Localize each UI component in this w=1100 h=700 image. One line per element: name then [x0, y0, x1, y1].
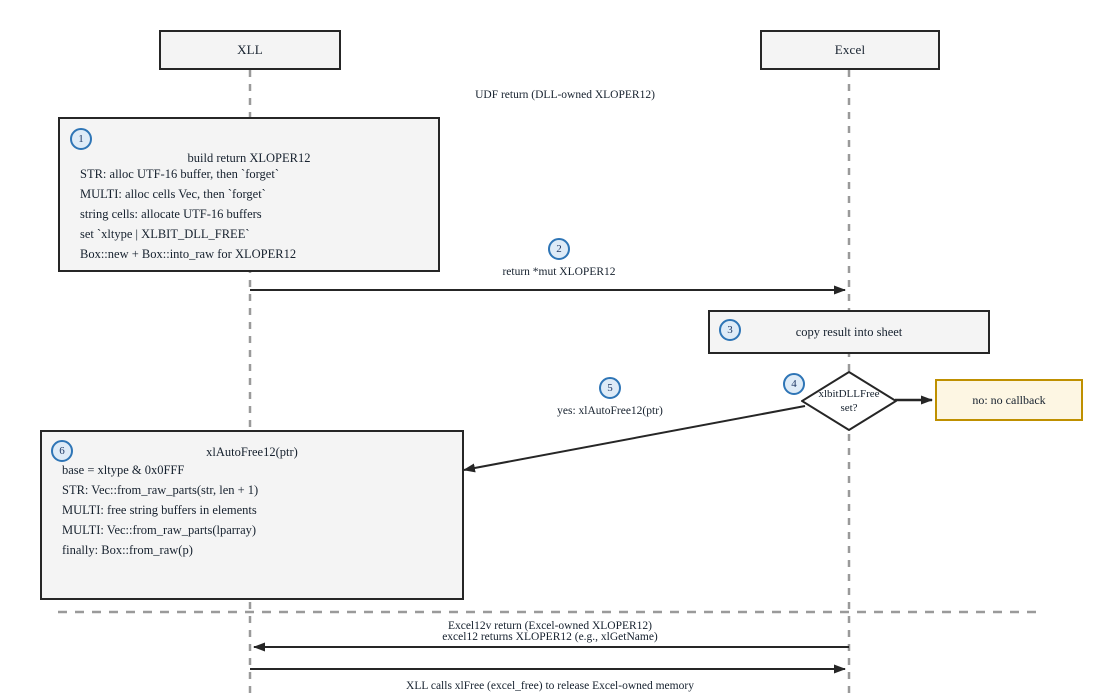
note-line: base = xltype & 0x0FFF	[62, 463, 185, 477]
note-line: string cells: allocate UTF-16 buffers	[80, 207, 262, 221]
participant-excel[interactable]: Excel	[760, 30, 940, 70]
note-title-3: copy result into sheet	[795, 325, 903, 339]
edge-label-yes-xlautofree12: yes: xlAutoFree12(ptr)	[557, 405, 663, 417]
note-line: STR: Vec::from_raw_parts(str, len + 1)	[62, 483, 259, 497]
participant-xll-label: XLL	[237, 42, 263, 57]
edge-label-return-mut-xloper12: return *mut XLOPER12	[502, 266, 616, 278]
note-xlautofree12[interactable]: 6 xlAutoFree12(ptr) base = xltype & 0x0F…	[40, 430, 464, 600]
note-line: finally: Box::from_raw(p)	[62, 543, 193, 557]
edge-label-excel12v-return: Excel12v return (Excel-owned XLOPER12)	[447, 620, 653, 632]
participant-excel-label: Excel	[834, 42, 866, 57]
note-title-6: xlAutoFree12(ptr)	[206, 445, 298, 459]
callout-no-callback[interactable]: no: no callback	[935, 379, 1083, 421]
participant-xll[interactable]: XLL	[159, 30, 341, 70]
edge-label-udf-return: UDF return (DLL-owned XLOPER12)	[475, 89, 655, 101]
callout-label: no: no callback	[972, 392, 1046, 407]
step-badge-3: 3	[719, 319, 741, 341]
step-badge-2: 2	[548, 238, 570, 260]
note-build-return-xloper12[interactable]: 1 build return XLOPER12 STR: alloc UTF-1…	[58, 117, 440, 272]
note-line: STR: alloc UTF-16 buffer, then `forget`	[80, 167, 279, 181]
step-badge-4: 4	[783, 373, 805, 395]
note-line: MULTI: free string buffers in elements	[62, 503, 257, 517]
step-badge-1: 1	[70, 128, 92, 150]
note-copy-result-into-sheet[interactable]: 3 copy result into sheet	[708, 310, 990, 354]
note-line: MULTI: alloc cells Vec, then `forget`	[80, 187, 266, 201]
note-line: MULTI: Vec::from_raw_parts(lparray)	[62, 523, 257, 537]
step-badge-6: 6	[51, 440, 73, 462]
edge-label-excel12-returns: excel12 returns XLOPER12 (e.g., xlGetNam…	[442, 631, 658, 643]
diamond-shape	[800, 370, 898, 432]
note-line: Box::new + Box::into_raw for XLOPER12	[80, 247, 297, 261]
decision-xlbitdllfree[interactable]: xlbitDLLFree set?	[800, 370, 898, 432]
note-line: set `xltype | XLBIT_DLL_FREE`	[80, 227, 250, 241]
step-badge-5: 5	[599, 377, 621, 399]
edge-label-xll-calls-xlfree: XLL calls xlFree (excel_free) to release…	[406, 680, 694, 692]
